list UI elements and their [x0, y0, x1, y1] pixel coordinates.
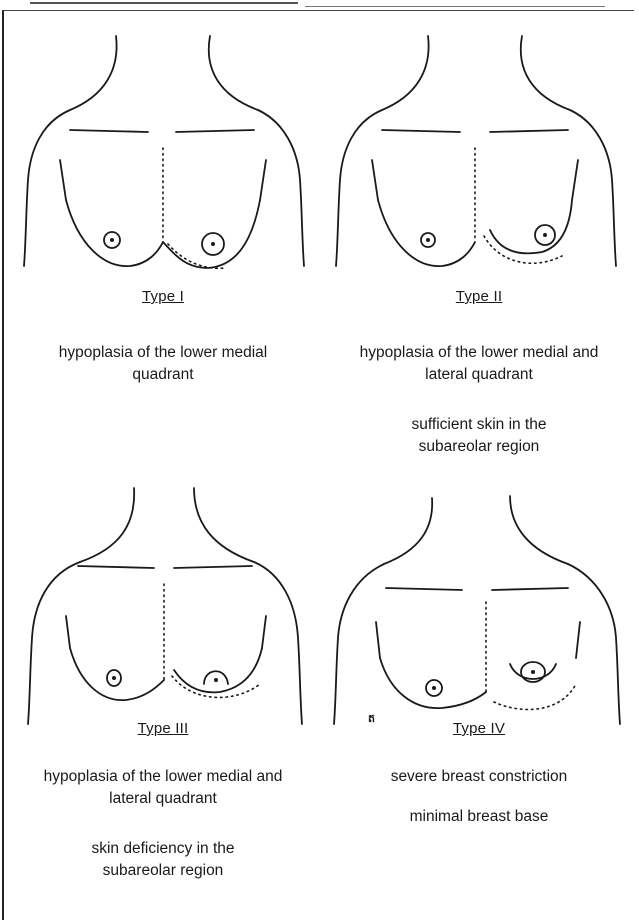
- right-shoulder-arm: [254, 562, 302, 724]
- right-nipple: [531, 670, 535, 674]
- top-border-rule-left: [30, 2, 298, 4]
- neck-left-line: [80, 488, 134, 562]
- left-shoulder-arm: [24, 110, 70, 266]
- right-shoulder-arm: [570, 110, 616, 266]
- right-torso-side: [260, 160, 266, 200]
- description-1: hypoplasia of the lower medial quadrant: [8, 342, 318, 386]
- right-clavicle: [174, 566, 252, 568]
- left-torso-side: [60, 160, 66, 200]
- neck-left-line: [70, 36, 117, 110]
- left-torso-side: [376, 622, 380, 658]
- right-shoulder-arm: [258, 110, 304, 266]
- description-2: sufficient skin in the subareolar region: [324, 414, 634, 458]
- left-nipple: [432, 686, 436, 690]
- right-clavicle: [176, 130, 254, 132]
- right-clavicle: [492, 588, 568, 590]
- description-1: hypoplasia of the lower medial and later…: [324, 342, 634, 386]
- torso-illustration-type-1: [8, 30, 318, 270]
- left-clavicle: [382, 130, 460, 132]
- description-2: minimal breast base: [324, 806, 634, 828]
- right-torso-side: [572, 160, 578, 200]
- right-clavicle: [490, 130, 568, 132]
- torso-illustration-type-4: [324, 488, 634, 728]
- right-torso-side: [262, 616, 266, 648]
- left-torso-side: [66, 616, 70, 648]
- neck-right-line: [510, 496, 568, 564]
- neck-right-line: [521, 36, 570, 110]
- left-nipple: [112, 676, 116, 680]
- right-breast-contour: [490, 200, 572, 253]
- type-label: Type III: [8, 720, 318, 737]
- description-2: skin deficiency in the subareolar region: [8, 838, 318, 882]
- left-shoulder-arm: [336, 110, 382, 266]
- neck-left-line: [382, 36, 429, 110]
- right-nipple: [211, 242, 215, 246]
- left-breast-contour: [380, 658, 486, 708]
- right-areola-herniated: [204, 671, 228, 684]
- type-label: Type II: [324, 288, 634, 305]
- right-shoulder-arm: [568, 564, 620, 724]
- left-nipple: [426, 238, 430, 242]
- type-label: Type IV: [324, 720, 634, 737]
- left-shoulder-arm: [334, 564, 384, 724]
- left-torso-side: [372, 160, 378, 200]
- left-clavicle: [78, 566, 154, 568]
- right-breast-ideal-contour: [494, 684, 576, 709]
- left-breast-contour: [70, 648, 164, 700]
- left-clavicle: [70, 130, 148, 132]
- right-nipple: [214, 678, 218, 682]
- right-nipple: [543, 233, 547, 237]
- left-clavicle: [386, 588, 462, 590]
- neck-left-line: [384, 498, 432, 564]
- right-breast-contour: [174, 648, 262, 692]
- left-shoulder-arm: [28, 562, 80, 724]
- torso-illustration-type-3: [8, 488, 318, 728]
- description-1: hypoplasia of the lower medial and later…: [8, 766, 318, 810]
- type-label: Type I: [8, 288, 318, 305]
- torso-illustration-type-2: [324, 30, 634, 270]
- right-torso-side: [576, 622, 580, 658]
- description-1: severe breast constriction: [324, 766, 634, 788]
- neck-right-line: [209, 36, 258, 110]
- top-border-rule-right: [305, 6, 605, 7]
- left-nipple: [110, 238, 114, 242]
- neck-right-line: [194, 488, 254, 562]
